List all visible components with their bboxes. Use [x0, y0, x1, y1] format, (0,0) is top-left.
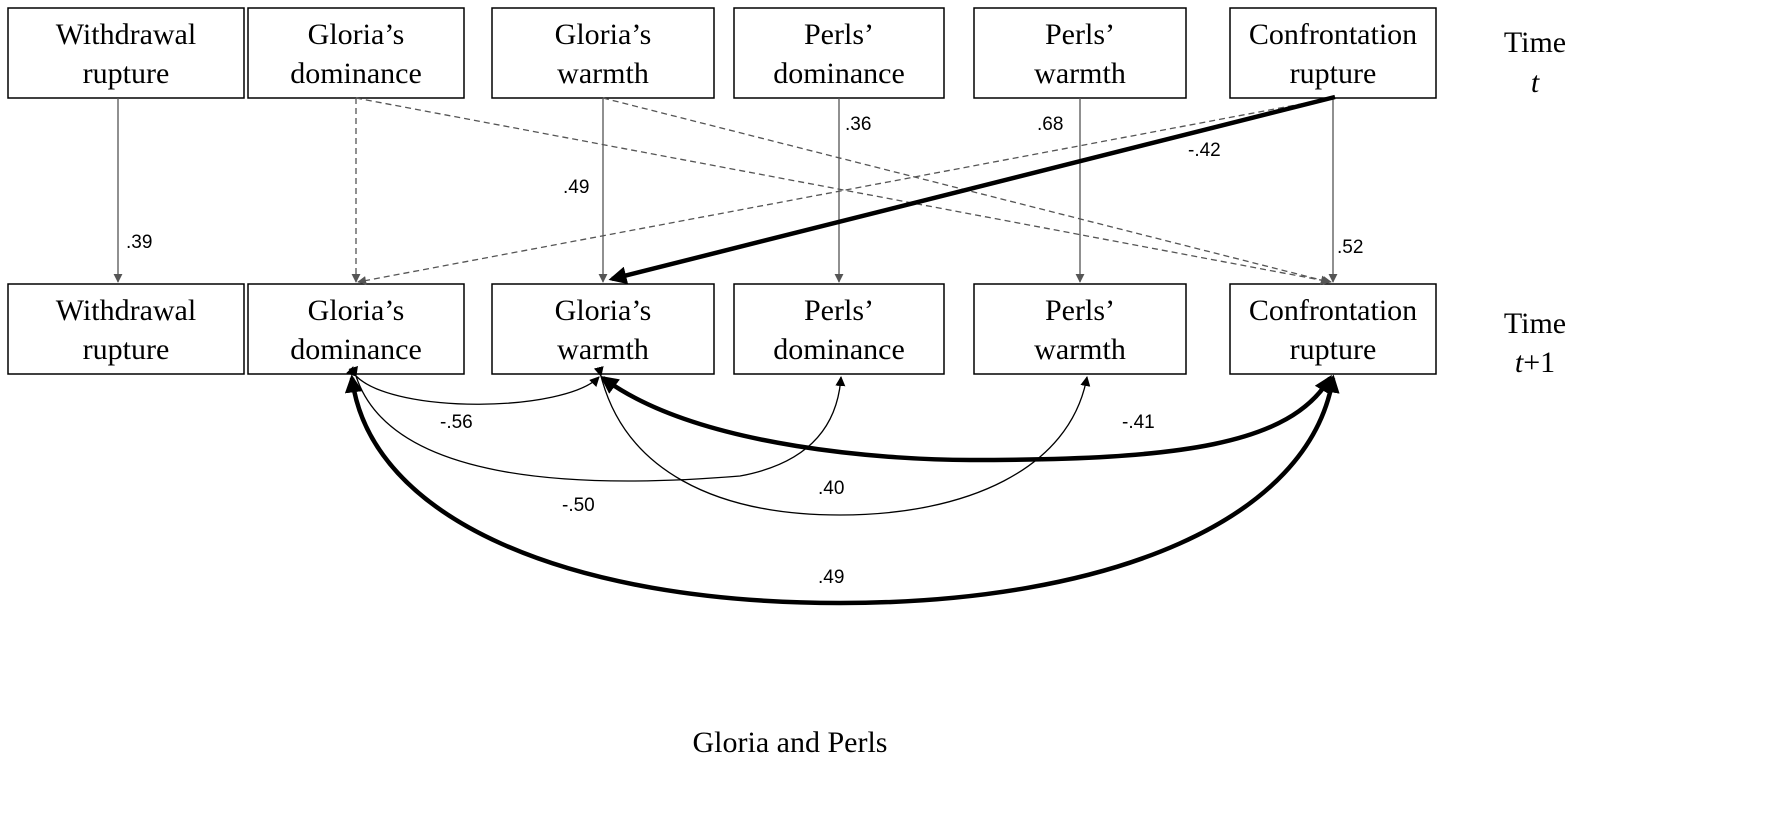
path-confrontation-to-gloria-warmth — [608, 94, 1336, 285]
node-label: Perls’ — [804, 18, 874, 51]
path-gloria-dominance-to-confrontation — [355, 97, 1332, 285]
coef-gloria-warmth-auto: .49 — [563, 177, 589, 198]
node-label: Gloria’s — [555, 294, 652, 327]
bottom-node-withdrawal: Withdrawal rupture — [7, 283, 245, 375]
node-label: warmth — [1034, 57, 1126, 90]
time-label-bottom: Time — [1504, 307, 1566, 340]
node-label: rupture — [83, 57, 170, 90]
node-label: dominance — [773, 333, 905, 366]
node-label: dominance — [290, 333, 422, 366]
cov-gloria-dominance-perls-dominance — [348, 365, 846, 482]
time-label-bottom-plus: +1 — [1523, 346, 1555, 379]
coef-perls-warmth-auto: .68 — [1037, 114, 1063, 135]
cov-gloria-warmth-confrontation — [600, 374, 1332, 463]
bottom-node-confrontation: Confrontation rupture — [1229, 283, 1437, 375]
time-label-bottom-t: t — [1515, 346, 1524, 379]
bottom-node-perls-warmth: Perls’ warmth — [973, 283, 1187, 375]
top-node-gloria-warmth: Gloria’s warmth — [491, 7, 715, 99]
node-label: Perls’ — [1045, 18, 1115, 51]
time-label-top-sub: t — [1531, 66, 1540, 99]
node-label: Gloria’s — [308, 294, 405, 327]
coef-confrontation-to-warmth: -.42 — [1188, 140, 1221, 161]
top-node-gloria-dominance: Gloria’s dominance — [247, 7, 465, 99]
top-node-withdrawal: Withdrawal rupture — [7, 7, 245, 99]
node-label: Withdrawal — [56, 294, 196, 327]
node-label: rupture — [83, 333, 170, 366]
coef-confrontation-auto: .52 — [1337, 237, 1363, 258]
coef-cov-gwarm-conf: -.41 — [1122, 412, 1155, 433]
node-label: rupture — [1290, 57, 1377, 90]
node-label: Confrontation — [1249, 294, 1417, 327]
top-node-perls-warmth: Perls’ warmth — [973, 7, 1187, 99]
bottom-node-perls-dominance: Perls’ dominance — [733, 283, 945, 375]
time-label-bottom-sub: t+1 — [1515, 346, 1555, 379]
path-confrontation-to-gloria-dominance — [357, 97, 1334, 285]
node-label: Gloria’s — [308, 18, 405, 51]
figure-caption: Gloria and Perls — [693, 726, 888, 759]
node-label: Perls’ — [804, 294, 874, 327]
node-label: rupture — [1290, 333, 1377, 366]
coef-withdrawal-auto: .39 — [126, 232, 152, 253]
node-label: dominance — [290, 57, 422, 90]
node-label: warmth — [1034, 333, 1126, 366]
top-node-confrontation: Confrontation rupture — [1229, 7, 1437, 99]
cov-gloria-dominance-confrontation — [344, 374, 1340, 606]
node-label: Gloria’s — [555, 18, 652, 51]
node-label: Withdrawal — [56, 18, 196, 51]
coef-cov-gdom-pdom: -.50 — [562, 495, 595, 516]
coef-cov-gwarm-pwarm: .40 — [818, 478, 844, 499]
top-node-perls-dominance: Perls’ dominance — [733, 7, 945, 99]
time-label-top: Time — [1504, 26, 1566, 59]
cov-gloria-warmth-perls-warmth — [593, 366, 1091, 516]
bottom-node-gloria-dominance: Gloria’s dominance — [247, 283, 465, 375]
coef-cov-gdom-gwarm: -.56 — [440, 412, 473, 433]
coef-perls-dominance-auto: .36 — [845, 114, 871, 135]
bottom-node-gloria-warmth: Gloria’s warmth — [491, 283, 715, 375]
node-label: Confrontation — [1249, 18, 1417, 51]
node-label: warmth — [557, 57, 649, 90]
node-label: warmth — [557, 333, 649, 366]
coef-cov-gdom-conf: .49 — [818, 567, 844, 588]
node-label: dominance — [773, 57, 905, 90]
node-label: Perls’ — [1045, 294, 1115, 327]
cov-gloria-dominance-gloria-warmth — [346, 366, 600, 405]
